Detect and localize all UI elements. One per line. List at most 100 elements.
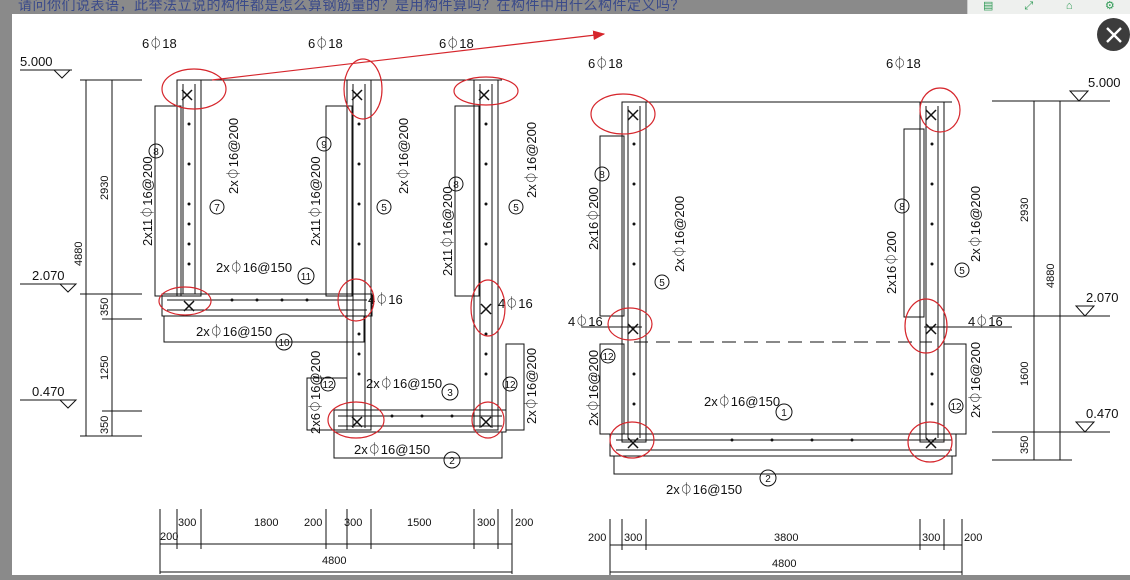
left-mark-2: 7 (214, 203, 220, 214)
left-bottom-slab (306, 343, 525, 459)
left-corner-1: 4⏀16 (368, 292, 403, 307)
red-annotations (158, 30, 961, 463)
left-mark-9: 12 (322, 380, 334, 391)
left-dim-3: 1800 (254, 517, 278, 529)
right-mark-4: 5 (959, 266, 965, 277)
left-wall-3 (454, 79, 499, 431)
left-w1-short: 2x⏀16@200 (226, 118, 241, 194)
right-dim-5: 200 (964, 532, 982, 544)
left-elev-top: 5.000 (20, 54, 53, 69)
left-section (20, 69, 525, 574)
left-mark-11: 12 (504, 380, 516, 391)
left-mark-3: 9 (321, 140, 327, 151)
left-top-bar-2: 6⏀18 (308, 36, 343, 51)
left-dim-1250: 1250 (99, 356, 111, 380)
right-top-bar-2: 6⏀18 (886, 56, 921, 71)
right-low-l: 2x⏀16@200 (586, 350, 601, 426)
left-base-bot: 2x⏀16@150 (354, 442, 430, 457)
left-dim-total: 4800 (322, 555, 346, 567)
right-mark-6: 12 (950, 402, 962, 413)
drawing-viewer: 5.000 2.070 0.470 2930 4880 350 1250 350… (12, 14, 1130, 575)
right-corner-l: 4⏀16 (568, 314, 603, 329)
left-vertical-dims (80, 79, 142, 437)
top-bar: 请问你们说表语，此举法立说的构件都是怎么算钢筋量的？是用构件算吗？在构件中用什么… (0, 0, 1130, 14)
home-icon[interactable]: ⌂ (1065, 0, 1073, 12)
left-low-wall-l: 2x6⏀16@200 (308, 351, 323, 434)
left-base-top: 2x⏀16@150 (366, 376, 442, 391)
right-mark-2: 5 (659, 278, 665, 289)
left-w2-short: 2x⏀16@200 (396, 118, 411, 194)
right-labels: 5.000 2.070 0.470 2930 4880 1600 350 6⏀1… (568, 56, 1121, 570)
right-x-marks (627, 109, 937, 449)
left-dim-350b: 350 (99, 416, 111, 434)
left-top-bar-1: 6⏀18 (142, 36, 177, 51)
right-dim-total: 4800 (772, 558, 796, 570)
question-text: 请问你们说表语，此举法立说的构件都是怎么算钢筋量的？是用构件算吗？在构件中用什么… (18, 0, 685, 13)
left-mark-circles (148, 136, 524, 469)
right-rebar-dots (632, 142, 934, 442)
left-rebar-dots (187, 122, 488, 418)
close-icon (1105, 26, 1122, 43)
right-dim-3: 3800 (774, 532, 798, 544)
right-base-bot: 2x⏀16@150 (666, 482, 742, 497)
left-dim-2: 300 (178, 517, 196, 529)
right-dim-4: 300 (922, 532, 940, 544)
left-mark-7: 11 (301, 272, 312, 283)
left-mark-12: 2 (449, 456, 455, 467)
right-mark-circles (594, 166, 970, 487)
left-slab-top: 2x⏀16@150 (216, 260, 292, 275)
left-mark-10: 3 (447, 388, 453, 399)
right-w2-long: 2x16⏀200 (884, 231, 899, 294)
left-elev-mid: 2.070 (32, 268, 65, 283)
left-wall-1 (154, 79, 202, 297)
left-x-marks (181, 89, 492, 428)
right-section (582, 90, 1110, 575)
right-elevation-marks (992, 90, 1110, 461)
left-slab-bot: 2x⏀16@150 (196, 324, 272, 339)
right-w1-short: 2x⏀16@200 (672, 196, 687, 272)
right-elev-top: 5.000 (1088, 75, 1121, 90)
right-dim-1600: 1600 (1019, 362, 1031, 386)
right-mark-5: 12 (602, 352, 614, 363)
left-mark-numbers: 8 7 9 5 8 5 11 10 12 3 12 2 (153, 140, 519, 467)
left-dim-6: 1500 (407, 517, 431, 529)
close-button[interactable] (1097, 18, 1130, 51)
right-low-r: 2x⏀16@200 (968, 342, 983, 418)
left-mark-4: 5 (381, 203, 387, 214)
left-wall-2 (325, 79, 372, 431)
left-dim-5: 300 (344, 517, 362, 529)
right-base-top: 2x⏀16@150 (704, 394, 780, 409)
right-elev-mid: 2.070 (1086, 290, 1119, 305)
note-icon[interactable]: ▤ (983, 0, 994, 12)
left-w2-long: 2x11⏀16@200 (308, 156, 323, 246)
right-mark-1: 8 (599, 170, 605, 181)
left-elev-bot: 0.470 (32, 384, 65, 399)
right-wall-l (599, 101, 647, 443)
right-base-slab (609, 433, 957, 475)
left-mid-slab (161, 293, 373, 343)
expand-icon[interactable]: ⤢ (1024, 0, 1034, 12)
right-mark-numbers: 8 5 8 5 12 12 1 2 (599, 170, 965, 485)
right-mark-3: 8 (899, 202, 905, 213)
right-top-bar-1: 6⏀18 (588, 56, 623, 71)
left-elevation-marks (20, 69, 78, 409)
right-dim-4880: 4880 (1045, 264, 1057, 288)
left-dim-4880: 4880 (73, 242, 85, 266)
left-dim-1: 200 (160, 531, 178, 543)
right-wall-r (903, 101, 967, 443)
left-dim-8: 200 (515, 517, 533, 529)
left-dim-7: 300 (477, 517, 495, 529)
right-dim-2: 300 (624, 532, 642, 544)
right-mark-7: 1 (781, 408, 787, 419)
toolbar: ▤ ⤢ ⌂ ⚙ (967, 0, 1130, 14)
structural-drawing: 5.000 2.070 0.470 2930 4880 350 1250 350… (20, 30, 1121, 575)
left-dim-4: 200 (304, 517, 322, 529)
right-mark-8: 2 (765, 474, 771, 485)
right-corner-r: 4⏀16 (968, 314, 1003, 329)
left-w1-long: 2x11⏀16@200 (140, 156, 155, 246)
right-dim-2930: 2930 (1019, 198, 1031, 222)
left-mark-8: 10 (278, 338, 290, 349)
left-mark-6: 5 (513, 203, 519, 214)
left-dim-350a: 350 (99, 298, 111, 316)
settings-icon[interactable]: ⚙ (1104, 0, 1115, 12)
